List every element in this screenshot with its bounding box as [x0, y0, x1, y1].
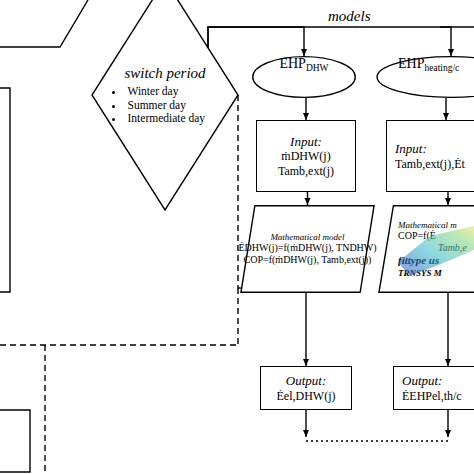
node-text: EHP: [279, 56, 305, 73]
connector: [305, 98, 306, 120]
node-text: Output:: [402, 373, 442, 389]
output-box: Output:Ėel,DHW(j): [260, 366, 352, 410]
ellipse-outline: [253, 57, 356, 98]
node-content: Mathematical modelĖDHW(j)=f(ṁDHW(j), TND…: [240, 205, 375, 293]
node-text: fittype us: [398, 254, 439, 267]
node-text: Tamb,ext(j): [278, 164, 334, 178]
node-text: EHP: [398, 56, 424, 73]
ellipse-outline: [377, 57, 474, 98]
dashed-line: [44, 345, 45, 474]
model-ellipse: EHPheating/c: [376, 56, 474, 98]
node-content: Input:ṁDHW(j)Tamb,ext(j): [257, 121, 355, 191]
cut-box: [0, 88, 10, 292]
model-parallelogram: Mathematical modelĖDHW(j)=f(ṁDHW(j), TND…: [240, 205, 375, 293]
node-content: EHPheating/c: [376, 56, 474, 98]
node-content: switch periodWinter daySummer dayInterme…: [92, 0, 238, 210]
model-ellipse: EHPDHW: [252, 56, 356, 98]
node-text: Summer day: [112, 99, 186, 113]
cut-box: [0, 410, 30, 472]
node-text: Mathematical model: [270, 232, 344, 243]
node-text: TRNSYS M: [398, 268, 442, 279]
funnel-shape: [0, 0, 88, 47]
node-text: heating/c: [424, 63, 459, 74]
connector: [447, 192, 448, 205]
node-text: Winter day: [112, 85, 178, 99]
connector: [208, 27, 304, 56]
node-text: Tamb,ext(j),Ėt: [395, 157, 465, 171]
decision-diamond: switch periodWinter daySummer dayInterme…: [92, 0, 238, 210]
bus-line: [440, 26, 474, 27]
node-text: switch period: [124, 64, 205, 82]
dashed-line: [237, 288, 238, 345]
node-text: Input:: [290, 134, 322, 150]
node-content: Mathematical mCOP=f(ĖTamb,efittype usTRN…: [378, 205, 474, 293]
output-box: Output:ĖEHPel,th/c: [393, 366, 474, 410]
output-arrow: [447, 410, 448, 437]
node-text: Input:: [395, 141, 427, 157]
connector: [445, 98, 446, 120]
output-arrow: [305, 410, 306, 437]
connector: [307, 192, 308, 205]
connector: [238, 95, 241, 288]
node-text: Mathematical m: [398, 220, 457, 231]
node-text: ṁDHW(j): [281, 149, 330, 163]
node-text: Tamb,e: [438, 242, 467, 254]
diamond-outline: [92, 0, 238, 210]
input-box: Input:ṁDHW(j)Tamb,ext(j): [256, 120, 356, 192]
node-text: COP=f(ṁDHW(j), Tamb,ext(j)): [244, 254, 372, 266]
node-text: COP=f(Ė: [398, 230, 436, 242]
model-parallelogram: Mathematical mCOP=f(ĖTamb,efittype usTRN…: [378, 205, 474, 293]
parallelogram-outline: [379, 206, 474, 293]
shape-outline: [376, 56, 474, 98]
node-content: EHPDHW: [252, 56, 356, 98]
dashed-line: [0, 344, 238, 345]
dotted-line: [306, 440, 448, 441]
node-text: Output:: [286, 373, 326, 389]
node-text: Ėel,DHW(j): [277, 389, 336, 403]
connector: [305, 293, 306, 366]
node-text: ĖEHPel,th/c: [402, 389, 462, 403]
connector: [447, 293, 448, 366]
node-content: Output:ĖEHPel,th/c: [394, 367, 474, 409]
input-box: Input:Tamb,ext(j),Ėt: [386, 120, 474, 192]
node-text: Intermediate day: [112, 112, 205, 126]
node-content: Output:Ėel,DHW(j): [261, 367, 351, 409]
edge-label: models: [328, 8, 371, 25]
node-text: DHW: [306, 63, 329, 74]
node-text: ĖDHW(j)=f(ṁDHW(j), TNDHW): [238, 242, 376, 254]
node-content: Input:Tamb,ext(j),Ėt: [387, 121, 474, 191]
connector: [208, 27, 451, 56]
